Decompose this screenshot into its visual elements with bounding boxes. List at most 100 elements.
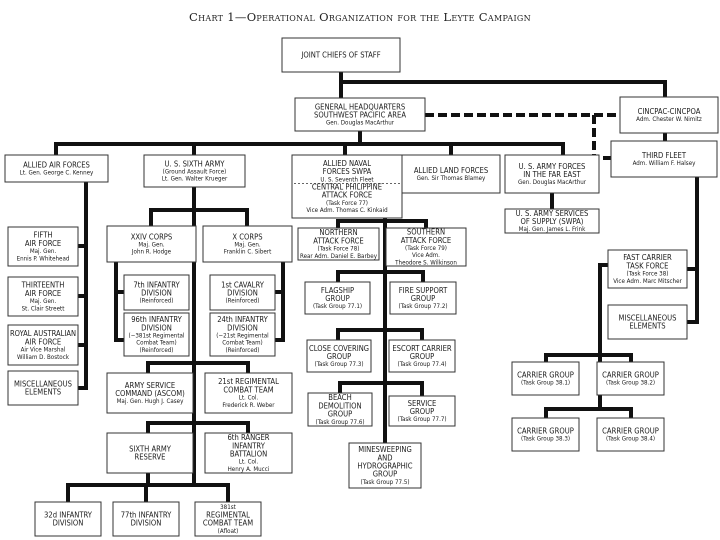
box-frame [281, 37, 401, 73]
box-frame [202, 225, 293, 263]
unit-name: 1st CAVALRY [221, 280, 265, 289]
unit-name: AIR FORCE [25, 289, 61, 298]
unit-name: RESERVE [134, 453, 165, 462]
box-frame [307, 392, 373, 427]
unit-detail: (Task Group 38.3) [521, 436, 570, 443]
unit-name: MISCELLANEOUS [619, 313, 677, 322]
unit-name: ALLIED AIR FORCES [23, 160, 90, 169]
unit-detail: St. Clair Streett [22, 305, 66, 312]
unit-name: ALLIED LAND FORCES [414, 166, 488, 175]
unit-name: GROUP [410, 352, 435, 361]
unit-name: REGIMENTAL [206, 510, 250, 519]
unit-detail: Vice Adm. Marc Mitscher [613, 278, 682, 285]
unit-detail: John R. Hodge [131, 249, 172, 256]
unit-name: CLOSE COVERING [309, 344, 369, 353]
unit-name: DIVISION [227, 323, 258, 332]
unit-name: AIR FORCE [25, 239, 61, 248]
unit-name: SIXTH ARMY [129, 444, 172, 453]
unit-detail: (−21st Regimental [216, 333, 269, 340]
unit-name: GROUP [411, 294, 436, 303]
unit-name: ATTACK FORCE [313, 236, 363, 245]
unit-name: ELEMENTS [25, 388, 61, 397]
unit-detail: (Task Group 77.4) [397, 361, 446, 368]
unit-name: GROUP [410, 407, 435, 416]
unit-detail: (Task Group 38.4) [606, 436, 655, 443]
unit-detail: Gen. Douglas MacArthur [326, 120, 395, 127]
unit-detail: Henry A. Mucci [228, 466, 270, 473]
unit-name: ALLIED NAVAL [323, 159, 371, 168]
unit-detail: Maj. Gen. [30, 298, 57, 305]
unit-name: X CORPS [232, 232, 262, 241]
box-frame [607, 304, 688, 340]
box-frame [504, 208, 600, 234]
box-frame [306, 339, 372, 373]
box-frame [123, 312, 190, 357]
unit-name: FLAGSHIP [321, 286, 354, 295]
box-frame [389, 281, 457, 315]
unit-name: MINESWEEPING [358, 445, 412, 454]
box-frame [388, 339, 456, 373]
unit-detail: (Task Group 77.3) [314, 361, 363, 368]
unit-detail: Lt. Gen. Walter Krueger [162, 176, 228, 183]
box-frame [7, 226, 79, 267]
box-frame [511, 361, 580, 396]
box-frame [34, 501, 102, 537]
command-line [339, 80, 667, 99]
unit-detail: (Afloat) [218, 528, 239, 535]
unit-name: U. S. ARMY FORCES [519, 162, 586, 171]
unit-name: CARRIER GROUP [602, 370, 659, 379]
unit-name: DIVISION [53, 519, 84, 528]
unit-name: GENERAL HEADQUARTERS [315, 102, 405, 111]
unit-detail: Frederick R. Weber [222, 402, 275, 409]
unit-name: GROUP [325, 294, 350, 303]
box-frame [7, 370, 79, 406]
unit-name: SOUTHERN [407, 228, 445, 237]
unit-detail: Air Vice Marshal [21, 347, 66, 354]
box-frame [106, 225, 197, 263]
box-frame [291, 154, 403, 219]
unit-name: FORCES SWPA [323, 167, 372, 176]
unit-name: INFANTRY [232, 441, 266, 450]
unit-detail: 381st [220, 504, 237, 511]
unit-name: FIFTH [33, 231, 52, 240]
unit-name: 24th INFANTRY [217, 315, 268, 324]
unit-detail: (Reinforced) [140, 347, 174, 354]
unit-detail: (Task Force 77) [326, 200, 368, 207]
unit-detail: Combat Team) [136, 340, 176, 347]
box-frame [388, 395, 456, 427]
box-frame [348, 442, 422, 489]
box-frame [607, 249, 688, 289]
box-frame [112, 501, 180, 537]
unit-name: CINCPAC-CINCPOA [638, 107, 701, 116]
org-box-cg382: CARRIER GROUP(Task Group 38.2) [596, 361, 665, 396]
unit-name: BATTALION [230, 450, 267, 459]
unit-detail: (Task Group 77.5) [360, 479, 409, 486]
box-frame [106, 432, 194, 474]
unit-detail: (Task Group 77.2) [398, 303, 447, 310]
unit-detail: Vice Adm. Thomas C. Kinkaid [306, 207, 388, 214]
unit-name: 6th RANGER [227, 433, 269, 442]
unit-detail: (Reinforced) [226, 347, 260, 354]
unit-name: COMMAND (ASCOM) [115, 389, 185, 398]
unit-name: IN THE FAR EAST [523, 170, 581, 179]
box-frame [209, 274, 276, 311]
unit-detail: Ennis P. Whitehead [17, 255, 70, 262]
unit-detail: Lt. Gen. George C. Kenney [20, 170, 94, 177]
